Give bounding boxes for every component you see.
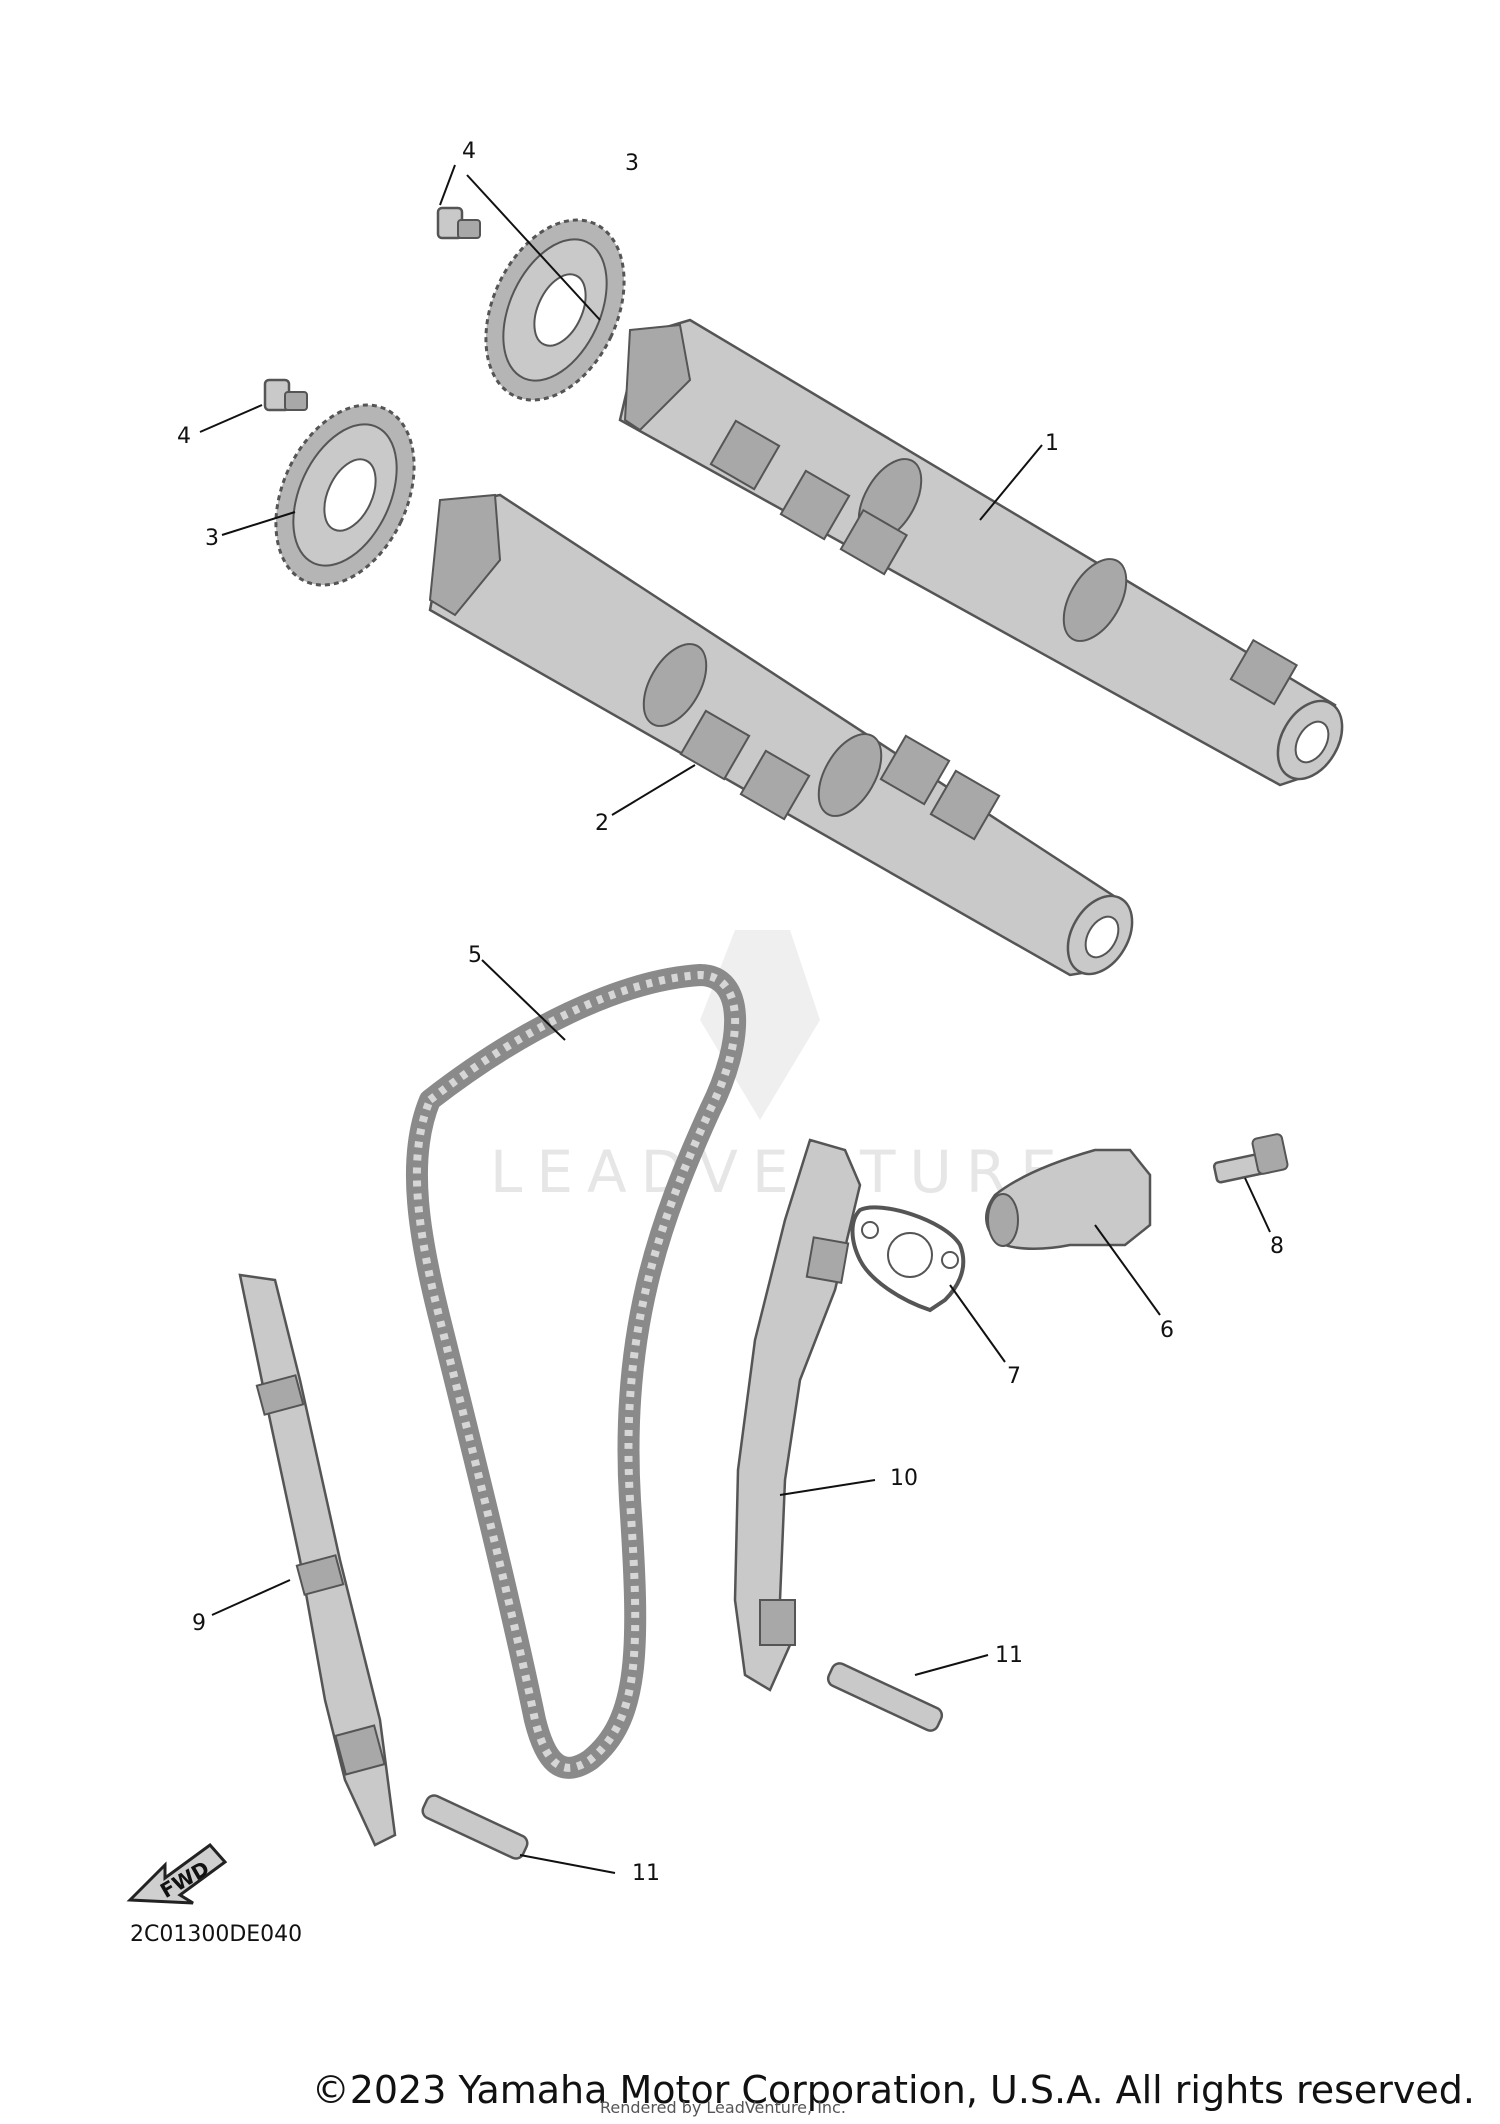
- tensioner-guide[interactable]: [733, 1138, 862, 1692]
- callout-3-upper: 3: [625, 151, 639, 176]
- callout-11-left: 11: [632, 1861, 660, 1886]
- watermark-text: LEADVENTURE: [490, 1138, 1071, 1206]
- fwd-arrow-icon: FWD: [126, 1842, 228, 1905]
- callout-4-lower: 4: [177, 424, 191, 449]
- diagram-code: 2C01300DE040: [130, 1922, 303, 1947]
- callout-2: 2: [595, 811, 609, 836]
- callout-9: 9: [192, 1611, 206, 1636]
- callout-4-upper: 4: [462, 139, 476, 164]
- callout-10: 10: [890, 1466, 918, 1491]
- guide-pin-right[interactable]: [826, 1661, 945, 1733]
- callout-1: 1: [1045, 431, 1059, 456]
- camshaft-upper[interactable]: [618, 318, 1355, 790]
- chain-tensioner[interactable]: [985, 1148, 1152, 1250]
- guide-pin-left[interactable]: [420, 1793, 530, 1861]
- chain-guide[interactable]: [238, 1273, 397, 1847]
- callout-3-lower: 3: [205, 526, 219, 551]
- cam-sprocket-upper[interactable]: [459, 198, 652, 423]
- sprocket-bolt-lower[interactable]: [263, 378, 308, 412]
- callout-6: 6: [1160, 1318, 1174, 1343]
- cam-sprocket-lower[interactable]: [249, 383, 442, 608]
- callouts: 1 2 3 3 4 4 5 6 7 8 9 10 11 11: [177, 139, 1284, 1886]
- camshaft-lower[interactable]: [428, 493, 1145, 985]
- tensioner-gasket[interactable]: [850, 1205, 966, 1313]
- sprocket-bolt-upper[interactable]: [436, 206, 481, 240]
- callout-8: 8: [1270, 1234, 1284, 1259]
- callout-11-right: 11: [995, 1643, 1023, 1668]
- callout-7: 7: [1007, 1364, 1021, 1389]
- tensioner-bolt[interactable]: [1212, 1133, 1289, 1184]
- rendered-by-notice: Rendered by LeadVenture, Inc.: [600, 2098, 846, 2117]
- leader-lines: [199, 164, 1271, 1874]
- callout-5: 5: [468, 943, 482, 968]
- watermark: LEADVENTURE: [490, 930, 1071, 1206]
- copyright-notice: ©2023 Yamaha Motor Corporation, U.S.A. A…: [311, 2068, 1475, 2112]
- timing-chain[interactable]: [405, 964, 746, 1779]
